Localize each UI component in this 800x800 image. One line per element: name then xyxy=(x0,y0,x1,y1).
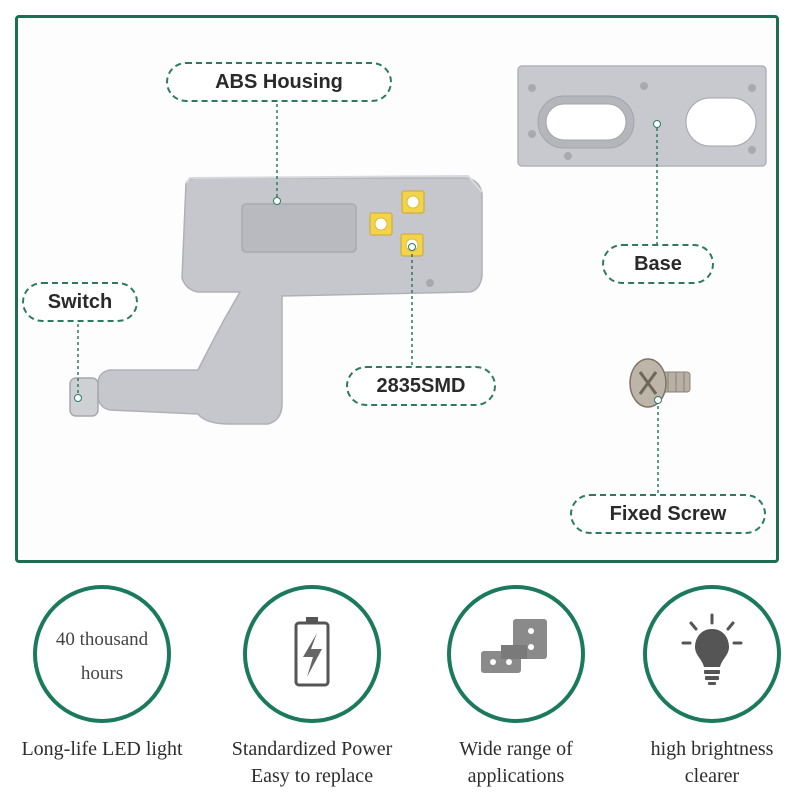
caption-line-1: Wide range of xyxy=(459,738,573,760)
label-fixed-screw: Fixed Screw xyxy=(570,494,766,534)
screw xyxy=(629,358,691,408)
feature-caption: Wide range of applications xyxy=(416,736,616,790)
housing-recess xyxy=(241,203,357,253)
label-base: Base xyxy=(602,244,714,284)
switch-knob xyxy=(69,377,99,417)
feature-ring-bulb xyxy=(643,585,781,723)
feature-standardized-power: Standardized Power Easy to replace xyxy=(212,585,412,790)
callout-lines xyxy=(77,98,659,494)
ring-line-1: 40 thousand xyxy=(55,629,149,650)
caption-line-2: clearer xyxy=(684,765,740,787)
feature-ring-hours: 40 thousand hours xyxy=(33,585,171,723)
callout-dot-base xyxy=(653,120,661,128)
label-2835smd: 2835SMD xyxy=(346,366,496,406)
callout-dot-smd xyxy=(408,243,416,251)
hinge-icon xyxy=(481,619,547,673)
callout-dot-housing xyxy=(273,197,281,205)
caption-line-1: high brightness xyxy=(650,738,774,760)
callout-dot-switch xyxy=(74,394,82,402)
callout-dot-screw xyxy=(654,396,662,404)
feature-long-life: 40 thousand hours Long-life LED light xyxy=(2,585,202,763)
label-switch: Switch xyxy=(22,282,138,322)
feature-high-brightness: high brightness clearer xyxy=(612,585,800,790)
label-abs-housing: ABS Housing xyxy=(166,62,392,102)
feature-caption: Long-life LED light xyxy=(2,736,202,763)
feature-wide-range: Wide range of applications xyxy=(416,585,616,790)
feature-ring-battery xyxy=(243,585,381,723)
caption-line-2: applications xyxy=(467,765,565,787)
caption-line-2: Easy to replace xyxy=(250,765,374,787)
base-plate xyxy=(517,65,767,167)
feature-ring-hinge xyxy=(447,585,585,723)
hinge-light-housing xyxy=(69,174,483,425)
ring-line-2: hours xyxy=(80,663,124,684)
battery-icon xyxy=(294,617,330,687)
caption-line-1: Standardized Power xyxy=(231,738,393,760)
feature-caption: high brightness clearer xyxy=(612,736,800,790)
feature-caption: Standardized Power Easy to replace xyxy=(212,736,412,790)
caption-line-1: Long-life LED light xyxy=(21,738,183,760)
lightbulb-icon xyxy=(681,613,743,685)
